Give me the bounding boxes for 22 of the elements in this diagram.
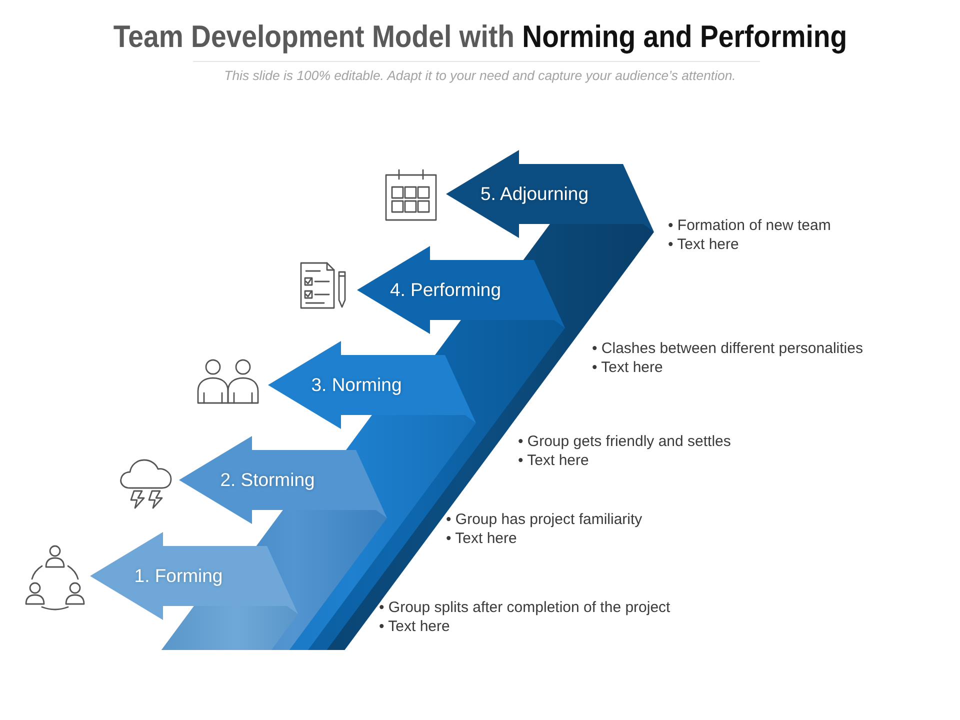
step-banner: [446, 150, 654, 238]
bullet-text: • Text here: [518, 451, 589, 470]
bullet-text: • Text here: [446, 529, 517, 548]
bullet-text: • Group splits after completion of the project: [379, 598, 670, 617]
bullet-text: • Group gets friendly and settles: [518, 432, 731, 451]
bullet-text: • Formation of new team: [668, 216, 831, 235]
bullet-text: • Clashes between different personalities: [592, 339, 863, 358]
step-label: 3. Norming: [311, 374, 402, 395]
step-label: 1. Forming: [134, 565, 223, 586]
bullet-text: • Text here: [668, 235, 739, 254]
step-banner: [357, 246, 565, 334]
step-label: 2. Storming: [220, 469, 315, 490]
step-label: 4. Performing: [390, 279, 502, 300]
slide-title: Team Development Model with Norming and Performing: [113, 18, 847, 56]
step-banner: [179, 436, 387, 524]
step-label: 5. Adjourning: [480, 183, 588, 204]
bullet-text: • Text here: [379, 617, 450, 636]
bullet-text: • Group has project familiarity: [446, 510, 642, 529]
step-banner: [90, 532, 298, 620]
step-banner: [268, 341, 476, 429]
bullet-text: • Text here: [592, 358, 663, 377]
subtitle-text: This slide is 100% editable. Adapt it to your need and capture your audience’s attention.: [224, 68, 736, 83]
